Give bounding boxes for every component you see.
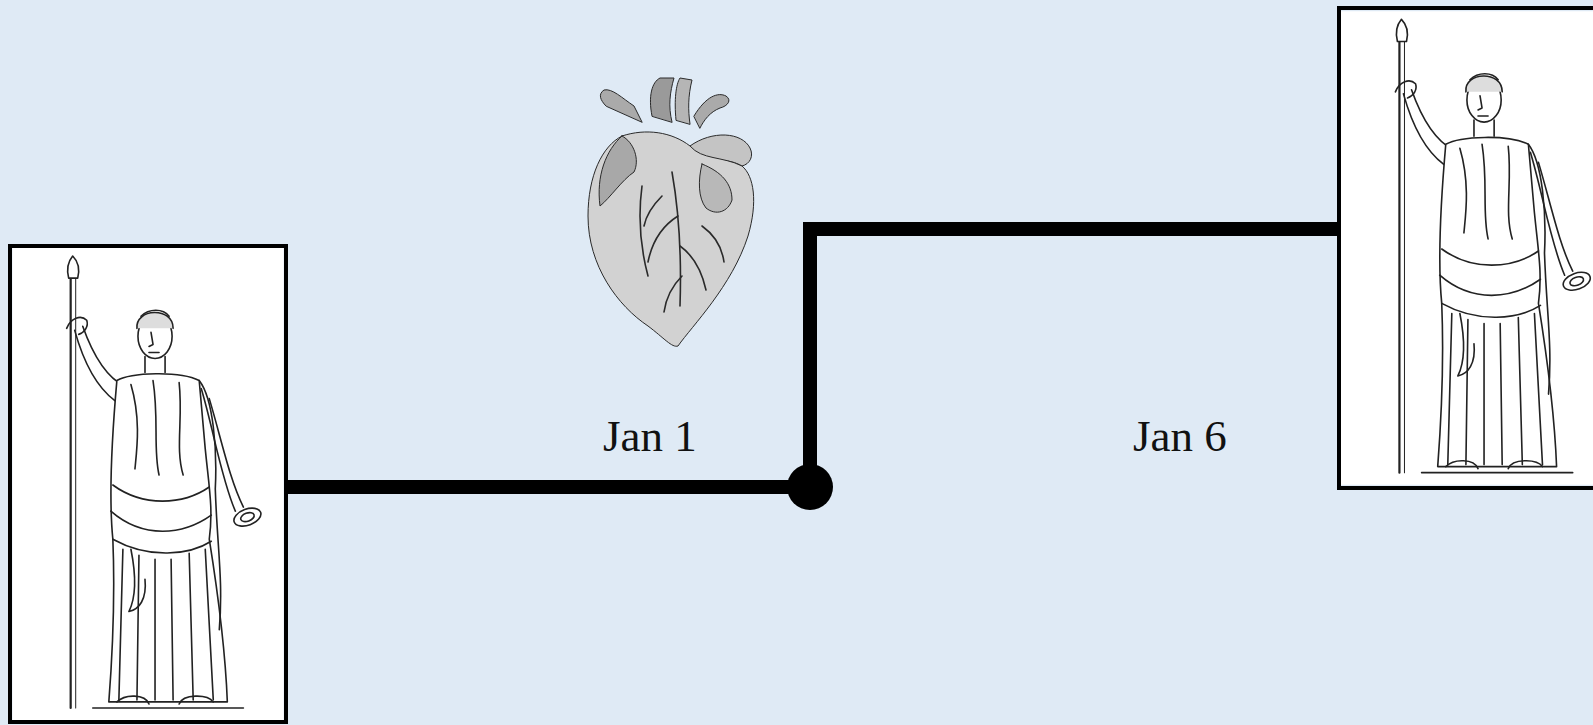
step-connector	[288, 229, 1337, 487]
date-label: Jan 6	[1133, 412, 1227, 462]
statue-picture	[12, 248, 283, 720]
statue-picture	[1341, 11, 1593, 484]
picture-frame	[8, 244, 288, 724]
junction-dot	[787, 464, 833, 510]
date-label: Jan 1	[603, 412, 697, 462]
heart-illustration	[588, 78, 754, 346]
picture-frame	[1337, 6, 1593, 490]
